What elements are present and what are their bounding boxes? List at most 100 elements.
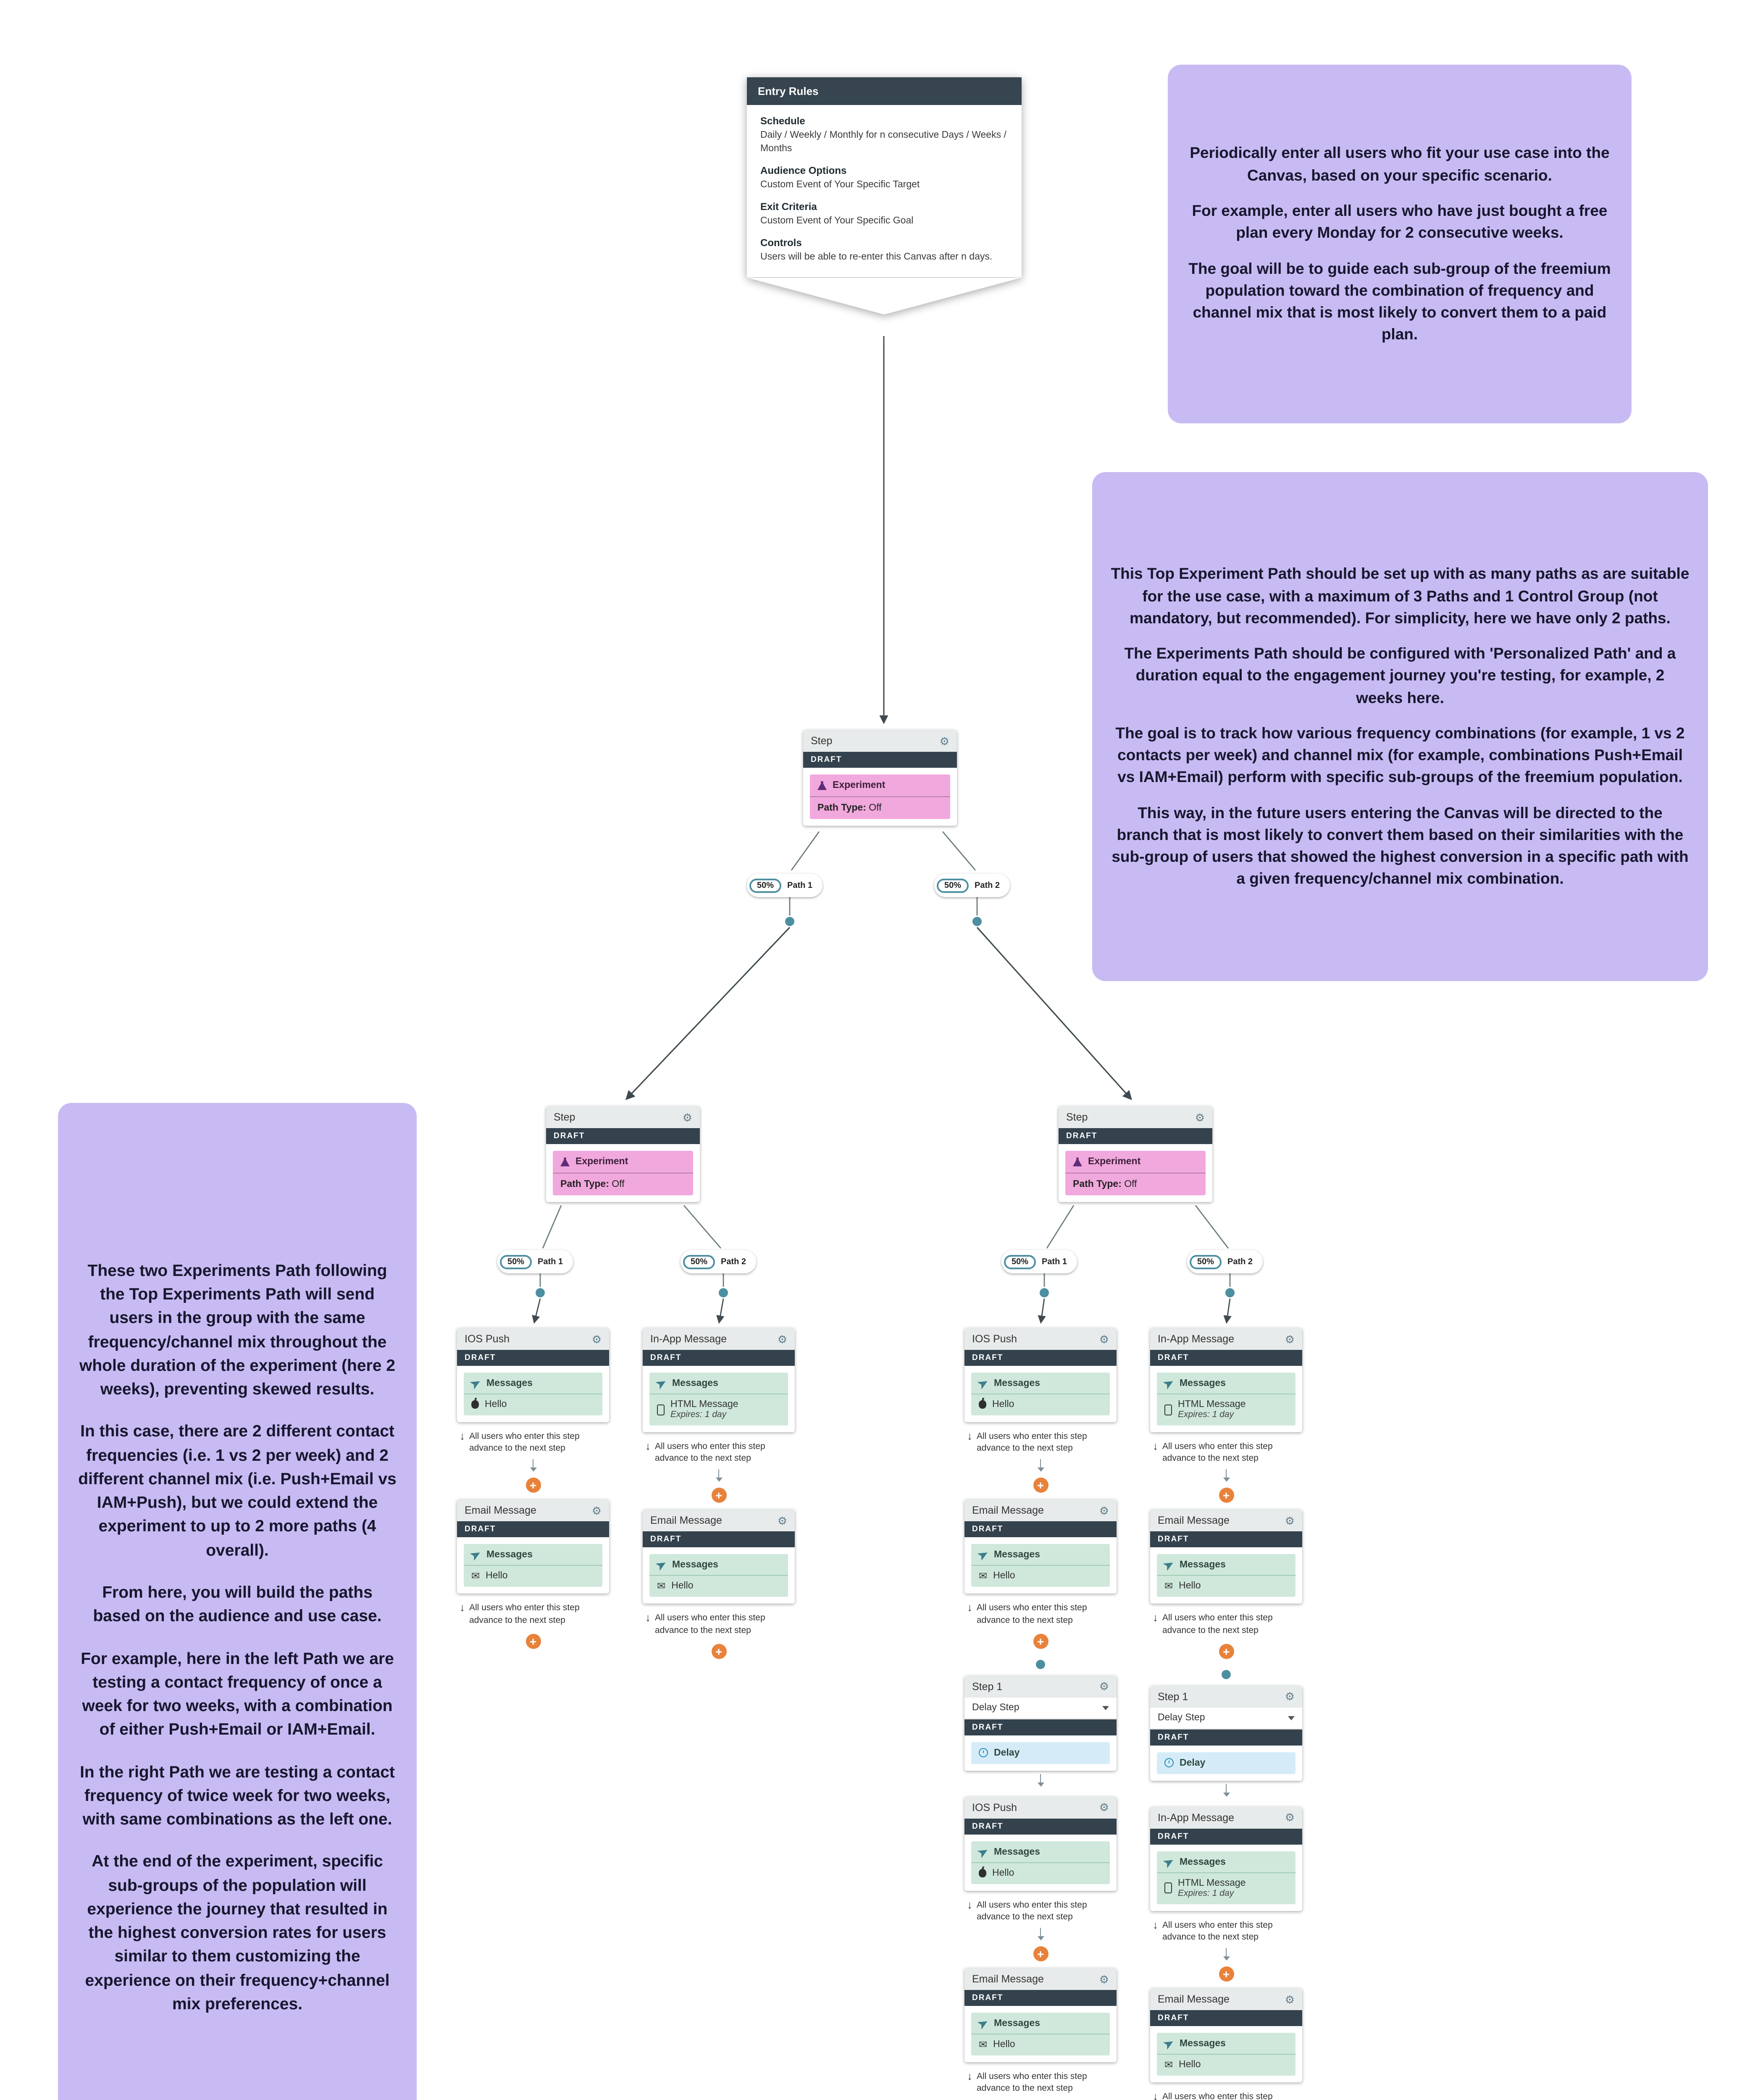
- connector: +: [964, 1631, 1117, 1649]
- entry-rules-panel[interactable]: Entry Rules Schedule Daily / Weekly / Mo…: [747, 77, 1022, 315]
- message-item[interactable]: HTML Message Expires: 1 day: [1164, 1399, 1288, 1420]
- gear-icon[interactable]: ⚙: [591, 1504, 602, 1517]
- step-card-email[interactable]: Email Message ⚙ DRAFT Messages ✉ Hello: [643, 1509, 795, 1604]
- add-step-button[interactable]: +: [1033, 1946, 1048, 1962]
- message-item[interactable]: ✉ Hello: [979, 1571, 1102, 1581]
- gear-icon[interactable]: ⚙: [1285, 1333, 1295, 1345]
- callout-top-experiment-explanation: This Top Experiment Path should be set u…: [1092, 472, 1708, 981]
- add-step-button[interactable]: +: [1033, 1478, 1048, 1493]
- gear-icon[interactable]: ⚙: [591, 1333, 602, 1345]
- path-pill-right-1[interactable]: 50% Path 1: [1001, 1250, 1077, 1273]
- step-card-in-app[interactable]: In-App Message ⚙ DRAFT Messages HTML Mes…: [1150, 1328, 1302, 1432]
- step-card-delay[interactable]: Step 1 ⚙ Delay Step DRAFT Delay: [1150, 1685, 1302, 1781]
- message-item[interactable]: ✉ Hello: [657, 1581, 780, 1591]
- path-pill-left-2[interactable]: 50% Path 2: [681, 1250, 757, 1273]
- gear-icon[interactable]: ⚙: [1285, 1514, 1295, 1527]
- gear-icon[interactable]: ⚙: [1099, 1333, 1109, 1345]
- step-card-email[interactable]: Email Message ⚙ DRAFT Messages ✉ Hello: [964, 1499, 1117, 1594]
- card-header: Email Message ⚙: [457, 1499, 609, 1522]
- card-title: Email Message: [972, 1504, 1044, 1517]
- gear-icon[interactable]: ⚙: [1285, 1993, 1295, 2006]
- delay-box[interactable]: Delay: [971, 1742, 1110, 1764]
- message-item[interactable]: ✉ Hello: [979, 2040, 1102, 2050]
- step-card-in-app[interactable]: In-App Message ⚙ DRAFT Messages HTML Mes…: [643, 1328, 795, 1432]
- message-item[interactable]: HTML Message Expires: 1 day: [657, 1399, 780, 1420]
- add-step-button[interactable]: +: [1033, 1633, 1048, 1649]
- path-percent: 50%: [683, 1255, 715, 1269]
- advance-text: All users who enter this step advance to…: [1162, 1919, 1273, 1943]
- gear-icon[interactable]: ⚙: [777, 1333, 787, 1345]
- gear-icon[interactable]: ⚙: [1195, 1111, 1205, 1124]
- gear-icon[interactable]: ⚙: [1285, 1690, 1295, 1703]
- step-card-ios-push[interactable]: IOS Push ⚙ DRAFT Messages Hello: [964, 1328, 1117, 1422]
- message-item[interactable]: Hello: [979, 1868, 1102, 1878]
- step-card-ios-push[interactable]: IOS Push ⚙ DRAFT Messages Hello: [457, 1328, 609, 1422]
- step-card-delay[interactable]: Step 1 ⚙ Delay Step DRAFT Delay: [964, 1675, 1117, 1771]
- advance-text: All users who enter this step advance to…: [469, 1431, 580, 1454]
- gear-icon[interactable]: ⚙: [1099, 1801, 1109, 1814]
- callout-paragraph: These two Experiments Path following the…: [79, 1261, 395, 1399]
- messages-group: Messages: [1164, 1560, 1288, 1570]
- connector: +: [1150, 1469, 1302, 1503]
- send-icon: [1163, 1559, 1175, 1571]
- message-item[interactable]: ✉ Hello: [1164, 1581, 1288, 1591]
- advance-line2: advance to the next step: [1162, 1932, 1259, 1942]
- delay-type-select[interactable]: Delay Step: [964, 1697, 1117, 1719]
- gear-icon[interactable]: ⚙: [1099, 1973, 1109, 1986]
- message-item[interactable]: Hello: [471, 1399, 595, 1410]
- add-step-button[interactable]: +: [711, 1643, 726, 1659]
- experiment-type-label: Experiment: [575, 1157, 628, 1167]
- advance-line2: advance to the next step: [469, 1615, 565, 1625]
- gear-icon[interactable]: ⚙: [682, 1111, 692, 1124]
- add-step-button[interactable]: +: [526, 1478, 541, 1493]
- status-badge: DRAFT: [964, 1719, 1117, 1735]
- flask-icon: [817, 781, 827, 790]
- message-expiry: Expires: 1 day: [670, 1410, 727, 1420]
- gear-icon[interactable]: ⚙: [1099, 1504, 1109, 1517]
- message-name: Hello: [992, 1399, 1014, 1410]
- send-icon: [470, 1378, 482, 1389]
- add-step-button[interactable]: +: [1219, 1488, 1234, 1503]
- path-pill-top-2[interactable]: 50% Path 2: [934, 874, 1010, 897]
- message-item[interactable]: HTML Message Expires: 1 day: [1164, 1878, 1288, 1898]
- path-pill-right-2[interactable]: 50% Path 2: [1187, 1250, 1263, 1273]
- messages-label: Messages: [1180, 1378, 1226, 1389]
- send-icon: [977, 1549, 989, 1561]
- step-card-email[interactable]: Email Message ⚙ DRAFT Messages ✉ Hello: [964, 1968, 1117, 2063]
- chevron-down-icon: [1288, 1716, 1295, 1723]
- gear-icon[interactable]: ⚙: [1099, 1680, 1109, 1693]
- card-header: In-App Message ⚙: [1150, 1328, 1302, 1350]
- message-item[interactable]: ✉ Hello: [1164, 2060, 1288, 2070]
- step-card-ios-push[interactable]: IOS Push ⚙ DRAFT Messages Hello: [964, 1796, 1117, 1891]
- send-icon: [977, 1378, 989, 1389]
- step-card-email[interactable]: Email Message ⚙ DRAFT Messages ✉ Hello: [1150, 1988, 1302, 2083]
- gear-icon[interactable]: ⚙: [1285, 1811, 1295, 1824]
- experiment-step-card-right[interactable]: Step ⚙ DRAFT Experiment Path Type: Off: [1059, 1106, 1212, 1202]
- experiment-step-card-top[interactable]: Step ⚙ DRAFT Experiment Path Type: Off: [803, 730, 957, 826]
- gear-icon[interactable]: ⚙: [777, 1514, 787, 1527]
- path-pill-left-1[interactable]: 50% Path 1: [497, 1250, 573, 1273]
- add-step-button[interactable]: +: [1219, 1643, 1234, 1659]
- advance-users-icon: ↓: [1153, 1440, 1158, 1452]
- gear-icon[interactable]: ⚙: [939, 735, 949, 747]
- advance-text: All users who enter this step advance to…: [655, 1612, 765, 1636]
- delay-box[interactable]: Delay: [1157, 1752, 1295, 1774]
- add-step-button[interactable]: +: [1219, 1966, 1234, 1982]
- delay-type-select[interactable]: Delay Step: [1150, 1707, 1302, 1730]
- messages-box: Messages Hello: [971, 1373, 1110, 1415]
- experiment-step-card-left[interactable]: Step ⚙ DRAFT Experiment Path Type: Off: [546, 1106, 700, 1202]
- envelope-icon: ✉: [657, 1580, 666, 1592]
- step-card-in-app[interactable]: In-App Message ⚙ DRAFT Messages HTML Mes…: [1150, 1806, 1302, 1911]
- path-percent: 50%: [500, 1255, 532, 1269]
- chevron-down-icon: [1102, 1706, 1109, 1713]
- advance-note: ↓ All users who enter this step advance …: [1153, 2091, 1302, 2100]
- message-item[interactable]: ✉ Hello: [471, 1571, 595, 1581]
- add-step-button[interactable]: +: [711, 1488, 726, 1503]
- add-step-button[interactable]: +: [526, 1633, 541, 1649]
- step-card-email[interactable]: Email Message ⚙ DRAFT Messages ✉ Hello: [457, 1499, 609, 1594]
- message-item[interactable]: Hello: [979, 1399, 1102, 1410]
- path-pill-top-1[interactable]: 50% Path 1: [747, 874, 823, 897]
- step-card-email[interactable]: Email Message ⚙ DRAFT Messages ✉ Hello: [1150, 1509, 1302, 1604]
- status-badge: DRAFT: [964, 1818, 1117, 1835]
- message-name: HTML Message: [1178, 1399, 1246, 1410]
